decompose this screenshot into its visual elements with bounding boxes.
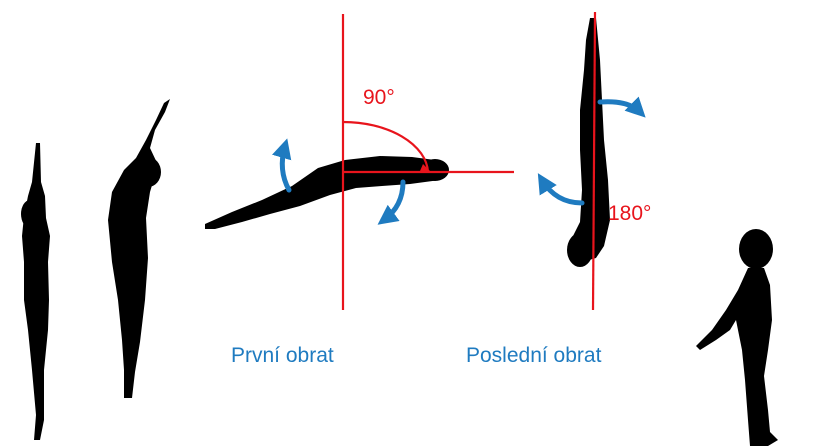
angle-label-180: 180° (608, 202, 651, 225)
diver-figure-4 (567, 18, 610, 267)
diver-figure-3 (205, 156, 449, 229)
rotation-arrow-upper-left (282, 146, 289, 190)
rotation-arrow-lower-right (384, 182, 403, 220)
diver-figure-2 (108, 99, 170, 398)
angle-label-90: 90° (363, 86, 395, 109)
diver-figure-5 (696, 229, 778, 446)
caption-first-rotation: První obrat (231, 344, 334, 367)
rotation-arrow-left (542, 180, 582, 203)
caption-last-rotation: Poslední obrat (466, 344, 602, 367)
rotation-arrow-right (600, 102, 640, 112)
diver-figure-1 (21, 143, 50, 440)
